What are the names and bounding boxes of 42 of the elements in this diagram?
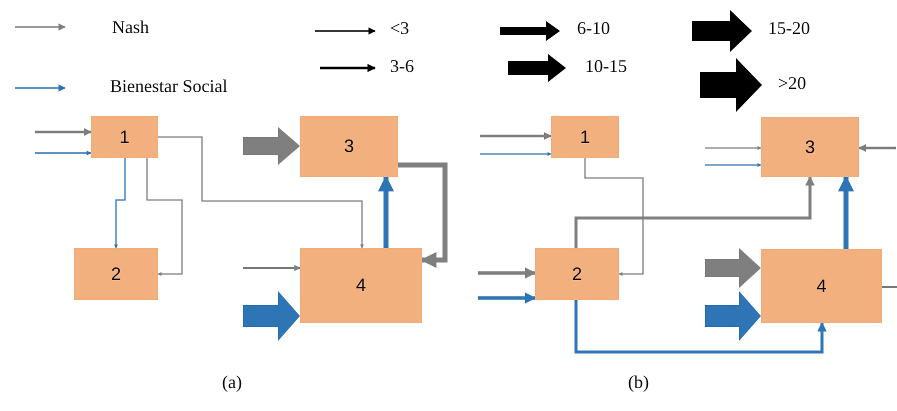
legend-text: 3-6 xyxy=(390,56,414,77)
legend-text: Nash xyxy=(112,17,149,38)
arrow xyxy=(146,158,183,276)
block-arrow xyxy=(705,291,761,341)
legend-text: <3 xyxy=(390,18,410,39)
legend-text: 6-10 xyxy=(577,18,610,39)
process-box: 4 xyxy=(300,248,422,323)
process-box: 2 xyxy=(74,248,158,300)
arrow xyxy=(480,152,552,156)
process-box: 3 xyxy=(300,116,398,177)
block-arrow xyxy=(243,127,300,165)
arrow xyxy=(858,144,896,152)
legend-text: 15-20 xyxy=(768,18,810,39)
panel-label: (b) xyxy=(628,372,649,393)
process-box: 2 xyxy=(535,248,619,300)
arrow xyxy=(243,264,301,272)
arrow xyxy=(584,158,644,276)
arrow xyxy=(398,162,448,268)
process-box: 1 xyxy=(91,116,158,158)
process-box: 4 xyxy=(761,249,882,323)
arrow xyxy=(478,292,536,304)
arrow xyxy=(114,158,126,248)
arrow xyxy=(705,162,762,168)
block-arrow xyxy=(705,248,761,288)
connector-line xyxy=(882,286,897,288)
arrow xyxy=(574,176,815,248)
arrow xyxy=(838,175,854,249)
arrow xyxy=(705,146,762,150)
process-box: 1 xyxy=(551,116,619,158)
block-arrow xyxy=(243,291,300,341)
arrow xyxy=(35,150,92,156)
arrow xyxy=(158,136,364,248)
panel-label: (a) xyxy=(222,372,242,393)
legend-text: 10-15 xyxy=(585,56,627,77)
process-box: 3 xyxy=(761,117,859,177)
arrow xyxy=(35,128,92,136)
arrow xyxy=(480,132,552,140)
arrow xyxy=(378,175,394,248)
arrow xyxy=(574,300,827,354)
legend-text: Bienestar Social xyxy=(110,76,228,97)
arrow xyxy=(478,267,536,279)
legend-text: >20 xyxy=(778,73,806,94)
